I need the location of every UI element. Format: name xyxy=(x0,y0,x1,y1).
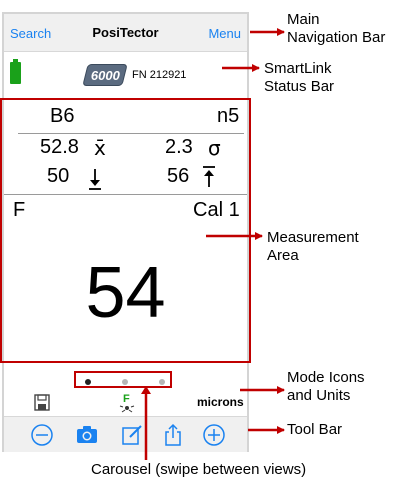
carousel-dot[interactable] xyxy=(159,379,165,385)
calibration-label: Cal 1 xyxy=(193,199,240,221)
smartlink-status-bar: 6000 FN 212921 xyxy=(4,53,247,99)
max-value: 56 xyxy=(167,165,190,187)
menu-button[interactable]: Menu xyxy=(208,26,241,41)
app-screen: Search PosiTector Menu 6000 FN 212921 B6… xyxy=(2,12,249,452)
mode-icons-row: F microns xyxy=(4,390,247,416)
plus-circle-icon[interactable] xyxy=(202,423,226,447)
mean-symbol: x̄ xyxy=(94,136,106,160)
search-button[interactable]: Search xyxy=(10,26,52,41)
minus-circle-icon[interactable] xyxy=(30,423,54,447)
min-value: 50 xyxy=(47,165,70,187)
edit-icon[interactable] xyxy=(120,423,144,447)
flash-mode-icon[interactable]: F xyxy=(117,392,137,414)
stdev-value: 2.3 xyxy=(165,136,193,158)
tool-bar-callout: Tool Bar xyxy=(287,421,343,438)
divider xyxy=(18,133,244,134)
battery-icon xyxy=(10,59,21,84)
camera-icon[interactable] xyxy=(75,423,99,447)
probe-serial: FN 212921 xyxy=(132,69,187,81)
tool-bar xyxy=(4,416,247,452)
app-title: PosiTector xyxy=(92,25,159,40)
smartlink-status-bar-callout: SmartLink Status Bar xyxy=(264,60,335,95)
measurement-area-highlight xyxy=(0,98,251,363)
carousel-arrow-head xyxy=(141,386,151,394)
mean-value: 52.8 xyxy=(40,136,79,158)
mode-icons-callout: Mode Icons and Units xyxy=(287,369,365,404)
units-label[interactable]: microns xyxy=(197,395,244,409)
main-navigation-bar: Search PosiTector Menu xyxy=(4,14,247,52)
measurement-area[interactable]: B6 n5 52.8 x̄ 2.3 σ 50 56 F Cal 1 54 xyxy=(4,99,247,364)
carousel-callout: Carousel (swipe between views) xyxy=(91,461,307,478)
carousel-dot[interactable] xyxy=(122,379,128,385)
max-arrow-icon xyxy=(203,166,215,187)
stdev-symbol: σ xyxy=(208,136,221,160)
reading-count: n5 xyxy=(217,105,240,127)
carousel-highlight xyxy=(74,371,172,388)
current-reading: 54 xyxy=(85,253,166,333)
save-icon[interactable] xyxy=(34,394,50,411)
probe-mode: F xyxy=(13,199,26,221)
batch-label: B6 xyxy=(50,105,75,127)
carousel-indicator[interactable] xyxy=(4,374,247,390)
min-arrow-icon xyxy=(89,169,101,190)
measurement-area-callout: Measurement Area xyxy=(267,229,359,264)
main-navigation-bar-callout: Main Navigation Bar xyxy=(287,11,386,46)
share-icon[interactable] xyxy=(161,423,185,447)
svg-text:F: F xyxy=(123,393,130,405)
divider xyxy=(4,194,247,195)
carousel-dot[interactable] xyxy=(85,379,91,385)
